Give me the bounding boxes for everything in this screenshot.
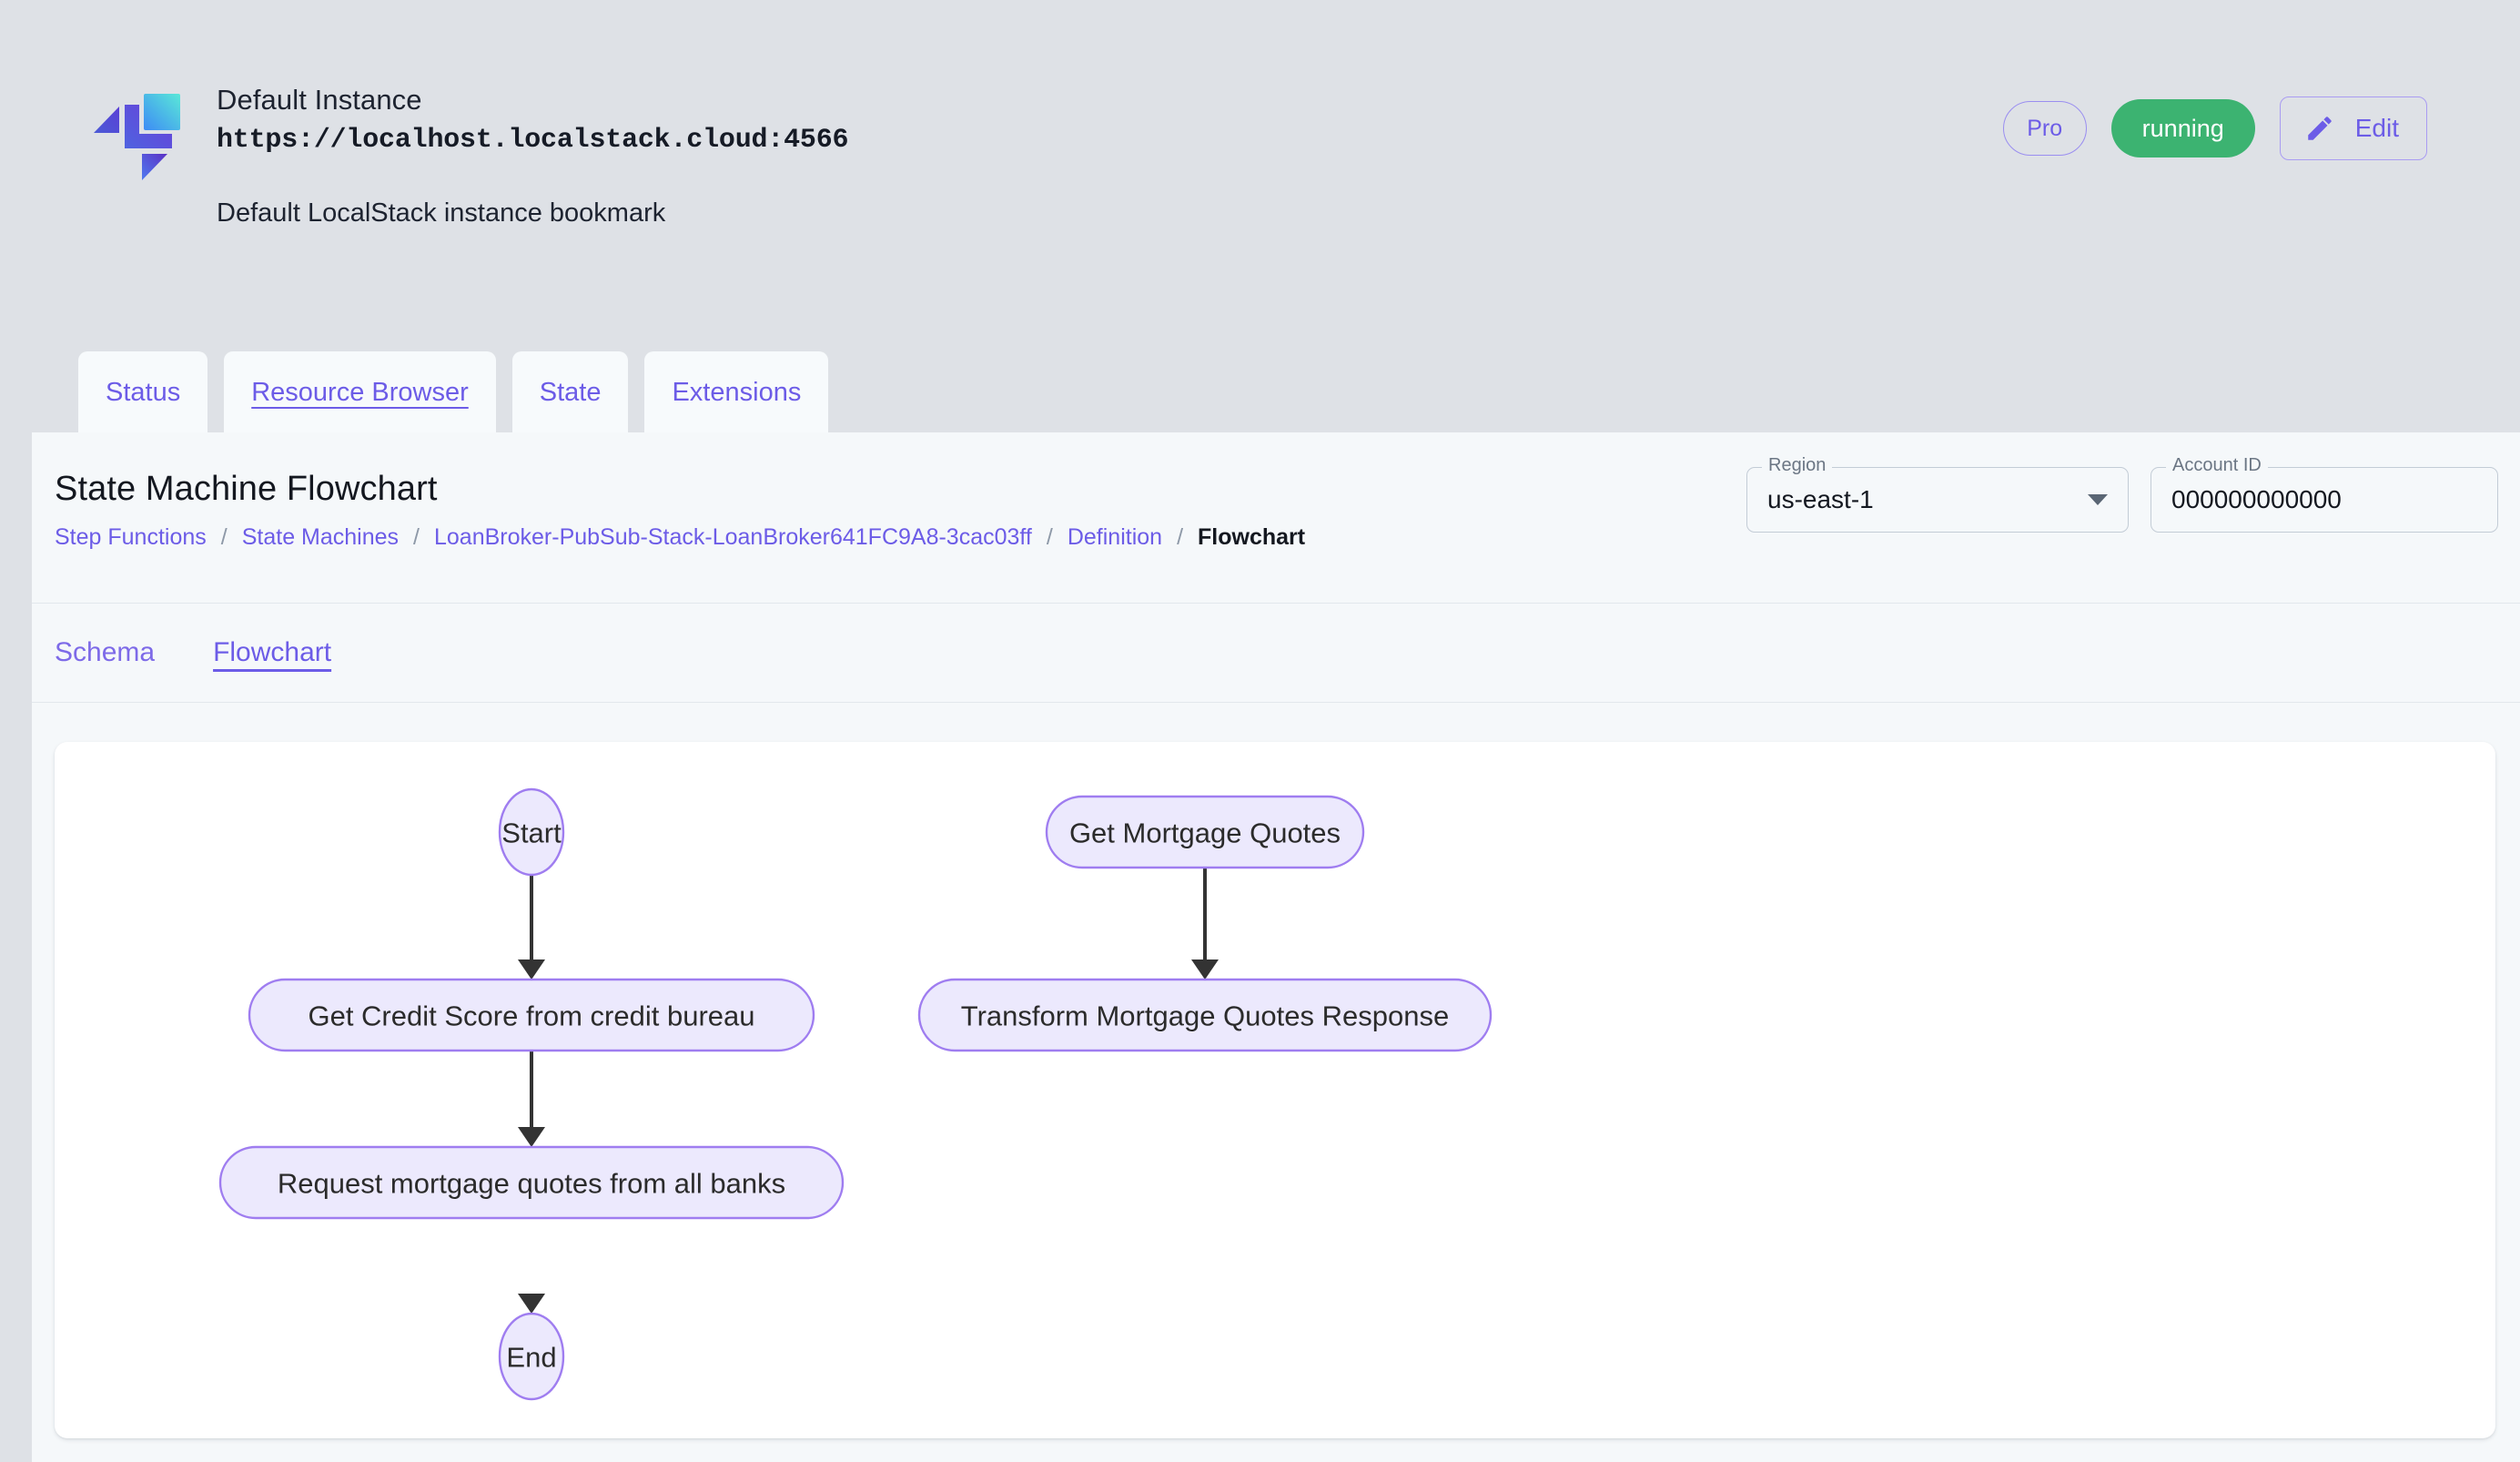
flow-edge [518,875,545,980]
flow-edge [1191,868,1219,980]
account-id-input[interactable]: Account ID 000000000000 [2151,456,2498,533]
breadcrumb-separator: / [1046,524,1053,550]
main-tabs: Status Resource Browser State Extensions [78,351,829,433]
content-panel: State Machine Flowchart Step Functions /… [32,432,2520,1462]
breadcrumb-item-flowchart: Flowchart [1198,524,1306,550]
header-actions: Pro running Edit [2002,96,2427,160]
breadcrumb-item-definition[interactable]: Definition [1067,524,1163,550]
breadcrumb-separator: / [413,524,420,550]
tab-resource-browser[interactable]: Resource Browser [224,351,496,433]
flow-node[interactable]: End [498,1312,565,1401]
account-id-value: 000000000000 [2171,485,2342,513]
tab-state[interactable]: State [511,351,629,433]
instance-header: Default Instance https://localhost.local… [0,0,2520,433]
subtab-flowchart[interactable]: Flowchart [213,637,332,667]
instance-description: Default LocalStack instance bookmark [217,198,666,228]
flow-node-label: End [506,1342,556,1374]
flow-node[interactable]: Start [498,787,565,877]
pro-badge: Pro [2002,101,2087,156]
tab-extensions-label: Extensions [672,377,802,407]
tab-state-label: State [539,377,602,407]
breadcrumb-separator: / [1177,524,1184,550]
tab-status[interactable]: Status [78,351,208,433]
flow-node[interactable]: Request mortgage quotes from all banks [218,1145,845,1220]
breadcrumb-item-step-functions[interactable]: Step Functions [55,524,207,550]
instance-name: Default Instance [217,84,422,116]
tab-resource-browser-label: Resource Browser [251,377,469,407]
account-id-label: Account ID [2166,456,2268,474]
flow-node-label: Transform Mortgage Quotes Response [961,1000,1449,1032]
tab-extensions[interactable]: Extensions [644,351,829,433]
flow-edge [518,1051,545,1147]
region-select[interactable]: Region us-east-1 [1746,456,2129,533]
context-selectors: Region us-east-1 Account ID 000000000000 [1746,456,2498,533]
status-badge: running [2110,99,2255,157]
breadcrumb-item-state-machines[interactable]: State Machines [241,524,400,550]
pencil-icon [2308,117,2332,140]
breadcrumb: Step Functions / State Machines / LoanBr… [55,526,1305,549]
localstack-logo-icon [84,75,189,180]
tab-status-label: Status [106,377,181,407]
flow-node-label: Get Credit Score from credit bureau [308,1000,754,1032]
breadcrumb-separator: / [220,524,228,550]
breadcrumb-item-state-machine-name[interactable]: LoanBroker-PubSub-Stack-LoanBroker641FC9… [434,524,1032,550]
page-header: State Machine Flowchart Step Functions /… [32,432,2520,604]
flow-node[interactable]: Get Credit Score from credit bureau [248,978,815,1052]
region-label: Region [1762,456,1833,474]
subtab-schema[interactable]: Schema [55,637,156,667]
flow-node-label: Get Mortgage Quotes [1069,817,1341,849]
flow-node-label: Start [501,817,562,849]
chevron-down-icon [2088,494,2108,505]
flow-node-label: Request mortgage quotes from all banks [278,1168,785,1200]
flow-node[interactable]: Transform Mortgage Quotes Response [917,978,1493,1052]
sub-tabs: Schema Flowchart [32,604,2520,703]
edit-button[interactable]: Edit [2279,96,2427,160]
edit-button-label: Edit [2354,114,2399,142]
page-title: State Machine Flowchart [55,470,438,508]
flow-edge [518,1294,545,1314]
flow-node[interactable]: Get Mortgage Quotes [1045,795,1365,869]
region-value: us-east-1 [1767,485,1874,513]
instance-url: https://localhost.localstack.cloud:4566 [217,124,849,156]
